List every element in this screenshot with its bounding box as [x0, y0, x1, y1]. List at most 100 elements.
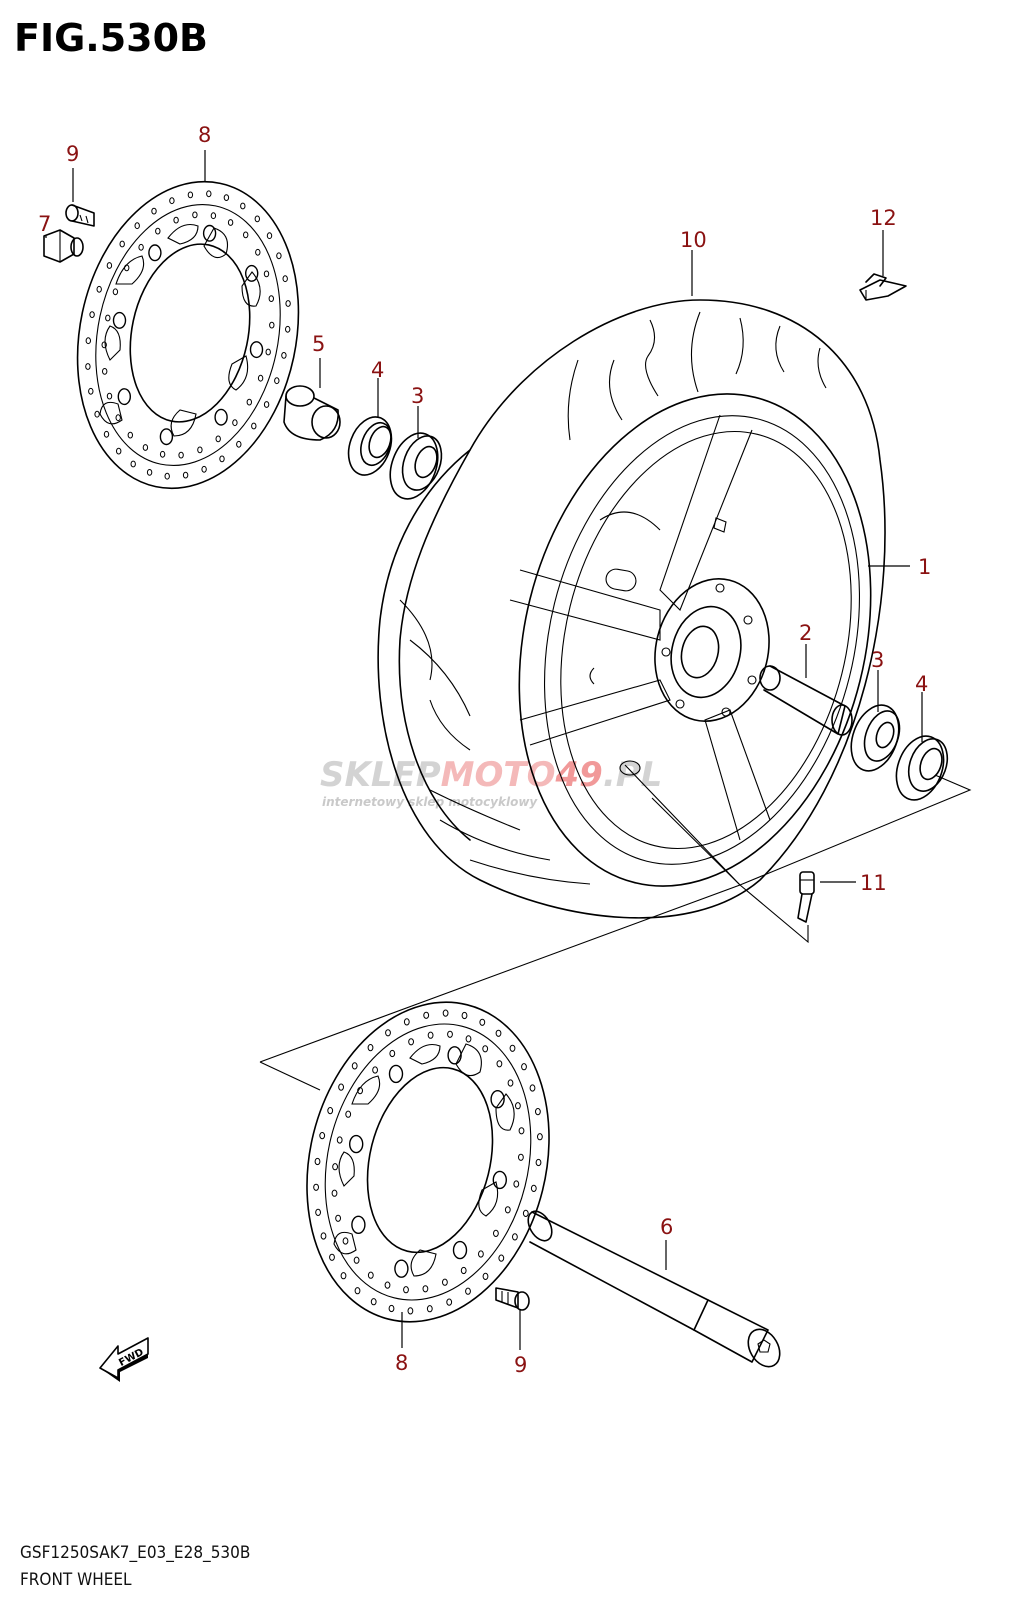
- brake-disc-lower-bolt-holes: [349, 1046, 507, 1278]
- vent-hole: [329, 1253, 335, 1261]
- bolt-hole: [447, 1046, 462, 1065]
- vent-hole: [276, 252, 282, 260]
- vent-hole: [263, 270, 270, 278]
- vent-hole: [155, 227, 161, 235]
- vent-hole: [89, 311, 95, 319]
- brake-disc-lower-vent-holes: [313, 1009, 543, 1315]
- callout-6: 6: [660, 1215, 673, 1239]
- vent-hole: [512, 1233, 518, 1241]
- vent-hole: [268, 295, 274, 303]
- vent-hole: [182, 471, 189, 479]
- watermark: SKLEPMOTO49.PL internetowy sklep motocyk…: [320, 755, 662, 809]
- vent-hole: [314, 1157, 321, 1166]
- vent-hole: [101, 341, 107, 349]
- bolt-hole: [214, 408, 228, 426]
- vent-hole: [236, 440, 242, 448]
- vent-hole: [367, 1044, 374, 1052]
- figure-name: FRONT WHEEL: [20, 1570, 132, 1590]
- vent-hole: [210, 212, 217, 220]
- vent-hole: [106, 262, 113, 269]
- bearing-lower: [850, 704, 901, 772]
- vent-hole: [243, 231, 249, 239]
- callout-8-lower: 8: [395, 1351, 408, 1375]
- vent-hole: [447, 1030, 453, 1038]
- vent-hole: [240, 202, 246, 210]
- vent-hole: [219, 455, 225, 463]
- vent-hole: [507, 1079, 514, 1087]
- vent-hole: [266, 232, 273, 240]
- vent-hole: [537, 1133, 543, 1141]
- vent-hole: [423, 1011, 430, 1019]
- vent-hole: [142, 444, 149, 451]
- oil-seal-lower: [895, 735, 949, 801]
- vent-hole: [96, 285, 102, 293]
- vent-hole: [134, 222, 140, 230]
- vent-hole: [340, 1272, 347, 1280]
- vent-hole: [482, 1272, 489, 1281]
- vent-hole: [384, 1281, 391, 1289]
- vent-hole: [496, 1060, 503, 1068]
- bolt-hole: [202, 224, 217, 242]
- bolt-upper: [65, 204, 95, 227]
- bolt-hole: [351, 1215, 366, 1235]
- vent-hole: [255, 248, 261, 256]
- vent-hole: [442, 1278, 448, 1286]
- bearing-upper: [389, 432, 443, 500]
- vent-hole: [115, 414, 121, 422]
- vent-hole: [102, 368, 108, 375]
- vent-hole: [315, 1208, 322, 1217]
- vent-hole: [85, 337, 92, 345]
- oil-seal-upper: [347, 416, 393, 476]
- vent-hole: [530, 1184, 537, 1193]
- callout-8-upper: 8: [198, 123, 211, 147]
- tire-valve: [797, 871, 815, 923]
- vent-hole: [460, 1266, 467, 1275]
- vent-hole: [265, 348, 271, 356]
- fwd-arrow-icon: FWD: [99, 1337, 149, 1382]
- vent-hole: [351, 1062, 358, 1070]
- vent-hole: [232, 419, 238, 427]
- vent-hole: [465, 1287, 471, 1295]
- vent-hole: [178, 451, 184, 459]
- bolt-hole: [394, 1259, 409, 1278]
- vent-hole: [320, 1232, 327, 1240]
- vent-hole: [408, 1038, 415, 1046]
- vent-hole: [281, 352, 287, 359]
- callout-2: 2: [799, 621, 812, 645]
- vent-hole: [426, 1305, 433, 1313]
- vent-hole: [251, 422, 257, 430]
- vent-hole: [535, 1158, 542, 1167]
- svg-text:SKLEPMOTO49.PL: SKLEPMOTO49.PL: [320, 755, 662, 795]
- vent-hole: [327, 1107, 334, 1115]
- vent-hole: [151, 207, 157, 215]
- vent-hole: [521, 1063, 527, 1071]
- callout-leaders: [45, 150, 923, 1350]
- brake-disc-upper-bolt-holes: [112, 224, 264, 446]
- vent-hole: [518, 1127, 525, 1135]
- bolt-hole: [490, 1089, 505, 1109]
- vent-hole: [215, 435, 221, 443]
- vent-hole: [345, 1110, 352, 1118]
- bolt-hole: [159, 428, 174, 446]
- vent-hole: [187, 191, 194, 199]
- front-axle: [527, 1210, 781, 1368]
- vent-hole: [388, 1304, 395, 1313]
- vent-hole: [370, 1298, 377, 1306]
- vent-hole: [246, 398, 253, 406]
- watermark-tagline: internetowy sklep motocyklowy: [322, 795, 538, 809]
- vent-hole: [197, 446, 203, 454]
- vent-hole: [354, 1287, 361, 1295]
- callout-10: 10: [680, 228, 707, 252]
- vent-hole: [446, 1298, 453, 1306]
- vent-hole: [206, 190, 212, 198]
- vent-hole: [498, 1254, 505, 1262]
- callout-7: 7: [38, 212, 51, 236]
- vent-hole: [173, 216, 179, 224]
- vent-hole: [495, 1029, 502, 1037]
- vent-hole: [319, 1132, 326, 1140]
- vent-hole: [138, 243, 144, 251]
- bolt-hole: [249, 341, 264, 359]
- vent-hole: [478, 1250, 484, 1258]
- vent-hole: [338, 1083, 345, 1091]
